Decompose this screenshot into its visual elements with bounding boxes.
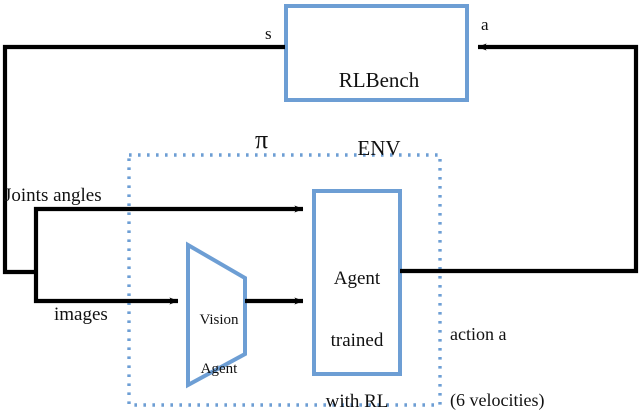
action-output-label: action a (6 velocities)	[450, 280, 544, 412]
rlbench-env-label-line1: RLBench	[338, 68, 420, 93]
state-edge-label: s	[265, 24, 272, 43]
action-edge-label: a	[481, 15, 489, 34]
vision-agent-label-line1: Vision	[199, 312, 239, 329]
action-feedback-arrow	[400, 43, 639, 274]
joints-angles-arrow	[33, 205, 304, 272]
rlbench-env-label-line2: ENV	[357, 136, 401, 161]
vision-agent-label-line2: Agent	[200, 360, 238, 377]
policy-pi-label: π	[255, 125, 269, 154]
action-output-label-line1: action a	[450, 323, 507, 344]
agent-label-line1: Agent	[333, 268, 381, 290]
action-output-label-line2: (6 velocities)	[450, 389, 545, 410]
vision-agent-label: Vision Agent	[183, 280, 255, 410]
policy-dotted-boundary	[127, 153, 442, 407]
joints-angles-label: Joints angles	[4, 185, 102, 206]
agent-label-line3: with RL	[325, 391, 389, 412]
rlbench-env-label: RLBench ENV	[290, 24, 468, 205]
state-feedback-trunk	[2, 44, 285, 275]
agent-label: Agent trained with RL	[313, 228, 401, 412]
agent-box	[312, 189, 402, 376]
images-arrow	[33, 272, 179, 305]
rlbench-env-box	[284, 4, 469, 102]
images-label: images	[54, 304, 108, 325]
vision-agent-trapezoid	[186, 241, 247, 389]
agent-label-line2: trained	[330, 329, 384, 351]
